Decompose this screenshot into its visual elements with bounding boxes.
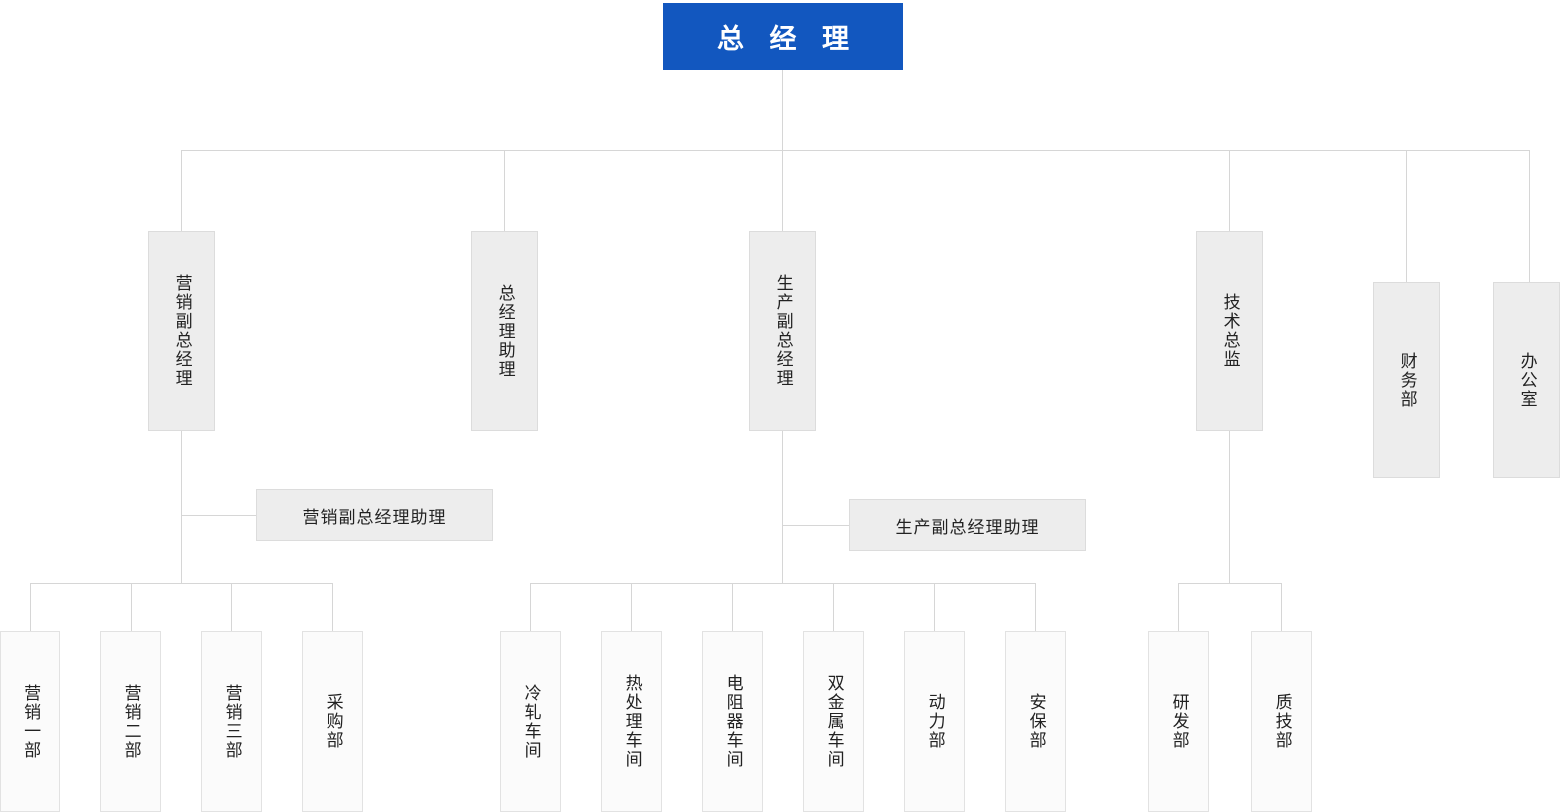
connector-drop-marketing-vp (181, 150, 182, 231)
connector-root-down (782, 70, 783, 150)
node-label: 热处理车间 (622, 674, 642, 769)
connector-drop-gm-assistant (504, 150, 505, 231)
node-label: 电阻器车间 (723, 674, 743, 769)
node-label: 生产副总经理助理 (895, 517, 1040, 537)
node-label: 安保部 (1026, 693, 1046, 750)
node-marketing-3[interactable]: 营销三部 (201, 631, 262, 812)
connector-drop-tech-director (1229, 150, 1230, 231)
node-label: 总经理助理 (495, 283, 515, 379)
node-label: 技术总监 (1220, 293, 1240, 369)
connector-main-bus (181, 150, 1530, 151)
node-production-vp-assistant[interactable]: 生产副总经理助理 (849, 499, 1086, 551)
node-bimetal[interactable]: 双金属车间 (803, 631, 864, 812)
node-label: 营销副总经理助理 (302, 507, 447, 527)
node-office[interactable]: 办公室 (1493, 282, 1560, 478)
node-cold-rolling[interactable]: 冷轧车间 (500, 631, 561, 812)
connector-marketing-assistant-link (181, 515, 256, 516)
connector-drop-rnd (1178, 583, 1179, 632)
connector-marketing-spine (181, 430, 182, 584)
node-label: 双金属车间 (824, 674, 844, 769)
connector-drop-security (1035, 583, 1036, 632)
node-security[interactable]: 安保部 (1005, 631, 1066, 812)
connector-drop-power (934, 583, 935, 632)
node-rnd[interactable]: 研发部 (1148, 631, 1209, 812)
node-label: 总 经 理 (716, 24, 858, 54)
node-finance-dept[interactable]: 财务部 (1373, 282, 1440, 478)
connector-drop-resistor (732, 583, 733, 632)
node-marketing-vp-assistant[interactable]: 营销副总经理助理 (256, 489, 493, 541)
connector-drop-cold-rolling (530, 583, 531, 632)
node-label: 营销副总经理 (172, 274, 192, 388)
connector-production-assistant-link (782, 525, 849, 526)
connector-drop-marketing-1 (30, 583, 31, 632)
node-label: 动力部 (925, 693, 945, 750)
node-label: 营销一部 (21, 683, 41, 760)
node-marketing-1[interactable]: 营销一部 (0, 631, 60, 812)
connector-tech-bus (1178, 583, 1282, 584)
node-label: 营销二部 (121, 683, 141, 760)
node-resistor[interactable]: 电阻器车间 (702, 631, 763, 812)
connector-drop-bimetal (833, 583, 834, 632)
node-label: 办公室 (1517, 351, 1537, 409)
node-marketing-2[interactable]: 营销二部 (100, 631, 161, 812)
connector-drop-marketing-2 (131, 583, 132, 632)
node-label: 质技部 (1272, 693, 1292, 750)
connector-tech-spine (1229, 430, 1230, 584)
connector-marketing-bus (30, 583, 333, 584)
connector-production-spine (782, 430, 783, 584)
node-power[interactable]: 动力部 (904, 631, 965, 812)
connector-production-bus (530, 583, 1035, 584)
connector-drop-finance (1406, 150, 1407, 282)
node-production-vp[interactable]: 生产副总经理 (749, 231, 816, 431)
connector-drop-office (1529, 150, 1530, 282)
node-label: 研发部 (1169, 693, 1189, 750)
node-quality-tech[interactable]: 质技部 (1251, 631, 1312, 812)
node-purchasing[interactable]: 采购部 (302, 631, 363, 812)
node-heat-treatment[interactable]: 热处理车间 (601, 631, 662, 812)
node-tech-director[interactable]: 技术总监 (1196, 231, 1263, 431)
node-general-manager[interactable]: 总 经 理 (663, 3, 903, 70)
connector-drop-quality-tech (1281, 583, 1282, 632)
connector-drop-purchasing (332, 583, 333, 632)
connector-drop-production-vp (782, 150, 783, 231)
node-label: 生产副总经理 (773, 274, 793, 388)
node-label: 营销三部 (222, 683, 242, 760)
connector-drop-heat-treatment (631, 583, 632, 632)
node-label: 采购部 (323, 693, 343, 750)
node-marketing-vp[interactable]: 营销副总经理 (148, 231, 215, 431)
node-label: 财务部 (1397, 351, 1417, 409)
node-label: 冷轧车间 (521, 683, 541, 760)
node-gm-assistant[interactable]: 总经理助理 (471, 231, 538, 431)
connector-drop-marketing-3 (231, 583, 232, 632)
